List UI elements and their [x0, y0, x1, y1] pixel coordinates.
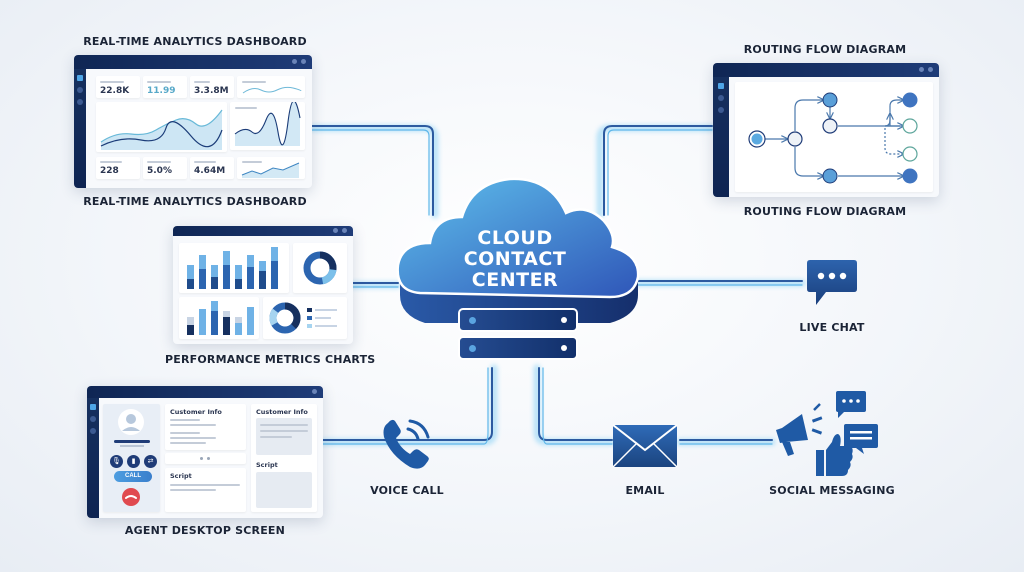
bar-chart-small [187, 301, 254, 335]
agent-desktop-label: AGENT DESKTOP SCREEN [124, 524, 286, 537]
customer-info-heading: Customer Info [170, 408, 222, 416]
routing-flow-label-top: ROUTING FLOW DIAGRAM [743, 43, 907, 56]
area-chart [100, 109, 223, 150]
sparkline-chart [242, 86, 302, 94]
donut-chart [303, 251, 337, 285]
bar-chart [187, 247, 278, 289]
stat-value: 228 [100, 166, 119, 176]
megaphone-icon[interactable] [772, 390, 882, 480]
chat-bubble-icon[interactable] [804, 259, 860, 311]
pager-card [165, 453, 246, 464]
performance-metrics-window[interactable] [173, 226, 353, 344]
voice-call-label: VOICE CALL [370, 484, 444, 497]
donut-chart-legend [269, 302, 337, 334]
stat-value: 3.3.8M [194, 86, 229, 96]
customer-info-heading: Customer Info [256, 408, 308, 416]
email-label: EMAIL [625, 484, 665, 497]
performance-metrics-label: PERFORMANCE METRICS CHARTS [165, 353, 376, 366]
social-messaging-label: SOCIAL MESSAGING [769, 484, 895, 497]
sparkline-card [237, 76, 305, 98]
line-chart [234, 102, 301, 146]
stat-value: 11.99 [147, 86, 176, 96]
transfer-button[interactable]: ⇄ [144, 455, 157, 468]
routing-flow-chart [748, 92, 918, 184]
pager-dot[interactable] [207, 457, 210, 460]
server-unit [458, 308, 578, 332]
pager-dot[interactable] [200, 457, 203, 460]
script-heading: Script [170, 472, 192, 480]
script-heading: Script [256, 461, 278, 469]
analytics-dashboard-label-top: REAL-TIME ANALYTICS DASHBOARD [83, 35, 307, 48]
mic-button[interactable]: 🎙 [110, 455, 123, 468]
hang-up-icon [125, 495, 137, 499]
analytics-dashboard-label-bottom: REAL-TIME ANALYTICS DASHBOARD [83, 195, 307, 208]
phone-icon[interactable] [378, 415, 438, 473]
call-button[interactable]: CALL [114, 471, 152, 482]
live-chat-label: LIVE CHAT [799, 321, 865, 334]
sparkline-card [237, 157, 305, 179]
main-area-chart-card [96, 102, 227, 152]
routing-flow-label-bottom: ROUTING FLOW DIAGRAM [743, 205, 907, 218]
video-button[interactable]: ▮ [127, 455, 140, 468]
avatar-icon [118, 409, 144, 435]
stat-value: 22.8K [100, 86, 130, 96]
envelope-icon[interactable] [612, 424, 678, 468]
sparkline-chart [241, 162, 300, 178]
cloud-contact-center-title: CLOUD CONTACT CENTER [463, 227, 567, 291]
stat-value: 5.0% [147, 166, 172, 176]
stat-value: 4.64M [194, 166, 226, 176]
line-chart-card [230, 102, 305, 150]
server-unit [458, 336, 578, 360]
routing-flow-window[interactable] [713, 63, 939, 197]
hang-up-button[interactable] [122, 488, 140, 506]
